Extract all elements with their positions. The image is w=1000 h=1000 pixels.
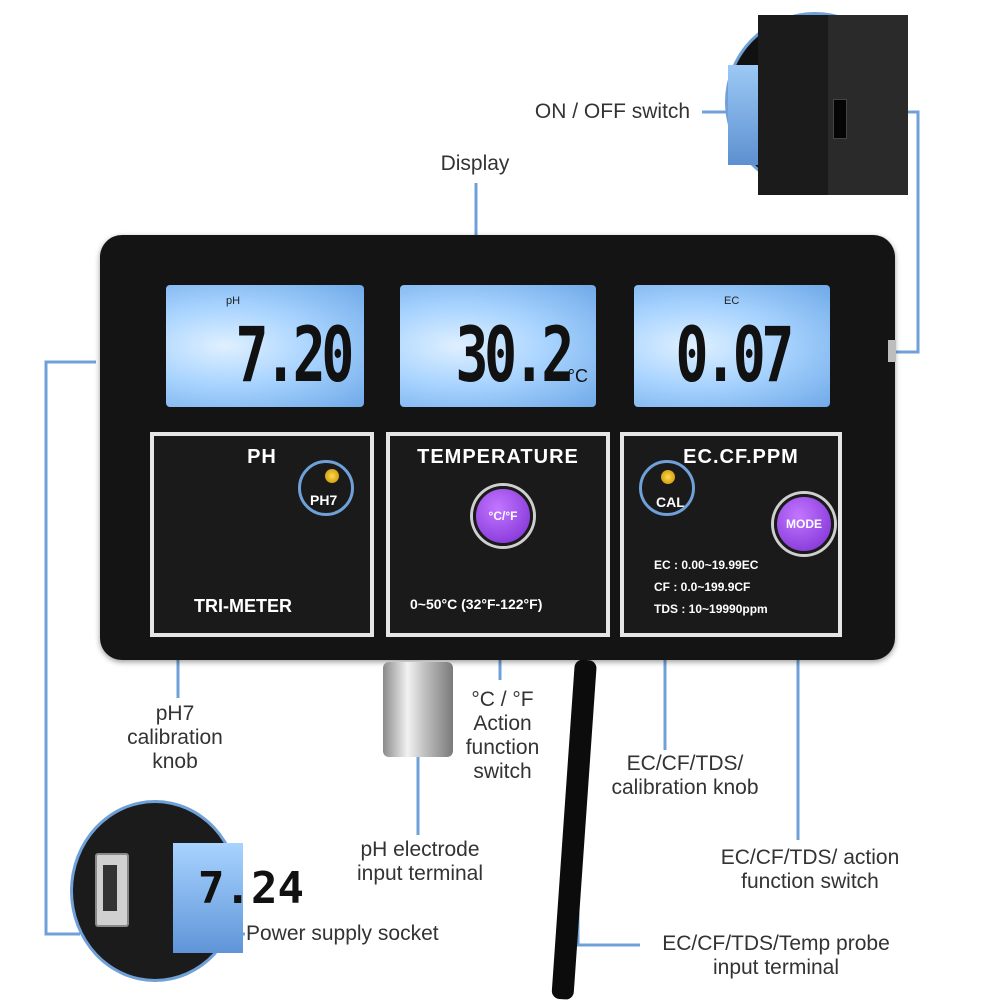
ec-display-value: 0.07 [675, 310, 794, 399]
ec-cal-ring [639, 460, 695, 516]
zoom-lcd [173, 843, 243, 953]
temp-range-text: 0~50°C (32°F-122°F) [410, 596, 543, 612]
temp-unit-button[interactable]: °C/°F [473, 486, 533, 546]
probe-terminal-label: EC/CF/TDS/Temp probe input terminal [636, 932, 916, 980]
label-line: EC/CF/TDS/ action [720, 846, 900, 869]
label-line: EC/CF/TDS/Temp probe [662, 932, 890, 955]
display-label: Display [440, 152, 510, 175]
ph7-ring [298, 460, 354, 516]
ec-display: EC 0.07 [634, 285, 830, 407]
ec-spec-line: TDS : 10~19990ppm [654, 602, 768, 616]
ph-electrode-connector [383, 662, 453, 757]
label-line: switch [473, 760, 532, 783]
ph7-knob-label: pH7 calibration knob [110, 702, 240, 774]
on-off-zoom [725, 12, 908, 195]
label-line: input terminal [356, 862, 484, 885]
ec-mode-button[interactable]: MODE [774, 494, 834, 554]
ph-panel-footer: TRI-METER [194, 596, 292, 616]
label-line: Action [473, 712, 532, 735]
ec-spec-line: EC : 0.00~19.99EC [654, 558, 759, 572]
label-line: EC/CF/TDS/ [626, 752, 744, 775]
temp-panel-title: TEMPERATURE [417, 446, 579, 468]
zoom-lcd-digits: 7.24 [198, 863, 304, 914]
label-line: function [465, 736, 540, 759]
ph-display: pH 7.20 [166, 285, 364, 407]
temp-panel: TEMPERATURE °C/°F 0~50°C (32°F-122°F) [386, 432, 610, 637]
ph-terminal-label: pH electrode input terminal [330, 838, 510, 886]
zoom-lcd-edge [728, 65, 758, 165]
label-line: input terminal [712, 956, 840, 979]
label-line: calibration knob [611, 776, 759, 799]
side-port [888, 340, 896, 362]
ec-action-switch-label: EC/CF/TDS/ action function switch [700, 846, 920, 894]
usb-socket-slot [103, 865, 117, 911]
label-line: knob [152, 750, 198, 773]
on-off-switch[interactable] [833, 99, 847, 139]
power-socket-zoom: 7.24 [70, 800, 304, 982]
label-line: pH electrode [360, 838, 480, 861]
label-line: pH7 [155, 702, 195, 725]
temp-display: 30.2 °C [400, 285, 596, 407]
ec-panel-title: EC.CF.PPM [683, 446, 799, 468]
ec-spec-line: CF : 0.0~199.9CF [654, 580, 751, 594]
temp-switch-label: °C / °F Action function switch [440, 688, 565, 784]
on-off-label: ON / OFF switch [534, 100, 691, 123]
zoom-body [758, 15, 828, 195]
ph-panel: PH PH7 TRI-METER [150, 432, 374, 637]
temp-display-value: 30.2 [455, 310, 574, 399]
ec-display-tag: EC [724, 295, 740, 307]
ph-display-value: 7.20 [235, 310, 354, 399]
label-line: calibration [127, 726, 223, 749]
temp-display-unit: °C [567, 366, 588, 386]
label-line: function switch [741, 870, 879, 893]
label-line: °C / °F [471, 688, 534, 711]
ph-display-tag: pH [226, 295, 241, 307]
ec-cal-knob-label: EC/CF/TDS/ calibration knob [590, 752, 780, 800]
ph-panel-title: PH [247, 446, 277, 468]
power-socket-label: Power supply socket [246, 922, 439, 945]
